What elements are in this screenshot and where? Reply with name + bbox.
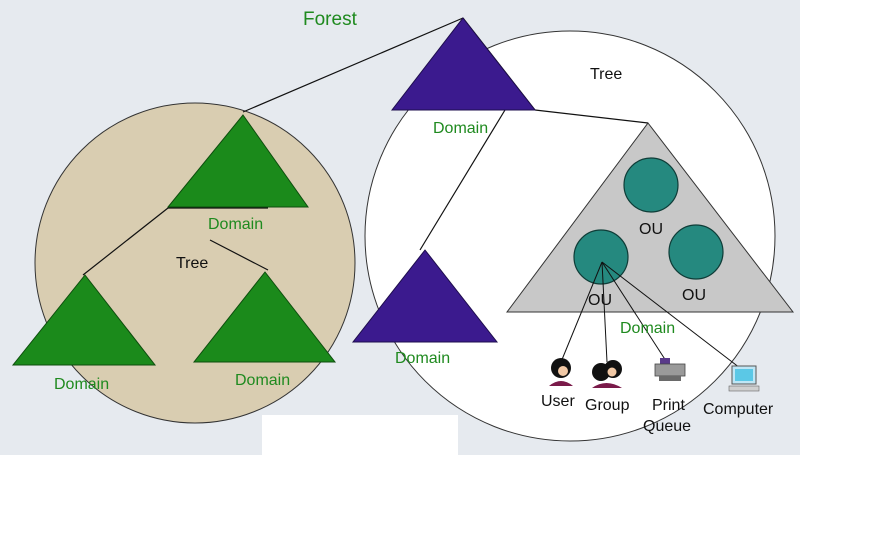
left-root-domain-label: Domain [208,216,263,233]
panel-gap [262,415,458,455]
right-root-domain-triangle [390,17,537,111]
link-computer [601,261,741,369]
forest-link-left [242,17,464,113]
right-tree-link-child [419,109,506,251]
left-child-domain-label-2: Domain [235,372,290,389]
ou-label-left: OU [588,292,612,309]
right-root-domain-label: Domain [433,120,488,137]
ou-label-right: OU [682,287,706,304]
left-child-domain-triangle-1 [11,274,157,366]
ou-circle-top [623,157,679,213]
link-user [560,261,603,363]
ou-circle-right [668,224,724,280]
computer-icon [728,365,760,392]
forest-title: Forest [303,9,358,30]
printer-icon [654,358,686,381]
user-label: User [541,393,575,410]
group-label: Group [585,397,630,414]
print-label: Print [652,397,685,414]
right-child-domain-triangle [351,249,499,343]
left-tree-link-left [82,207,169,276]
link-print-queue [601,261,669,365]
left-child-domain-label-1: Domain [54,376,109,393]
left-child-domain-triangle-2 [192,271,337,363]
right-child-domain-label: Domain [395,350,450,367]
ou-domain-label: Domain [620,320,675,337]
right-tree-label: Tree [590,66,622,83]
left-root-domain-triangle [166,114,309,208]
ou-circle-left [573,229,629,285]
ou-label-top: OU [639,221,663,238]
left-tree-label: Tree [176,255,208,272]
group-icon [592,360,622,388]
left-tree-link-right [209,239,269,271]
user-icon [549,358,573,386]
queue-label: Queue [643,418,691,435]
computer-label: Computer [703,401,774,418]
right-tree-link-ou [534,109,649,124]
link-group [601,261,608,363]
